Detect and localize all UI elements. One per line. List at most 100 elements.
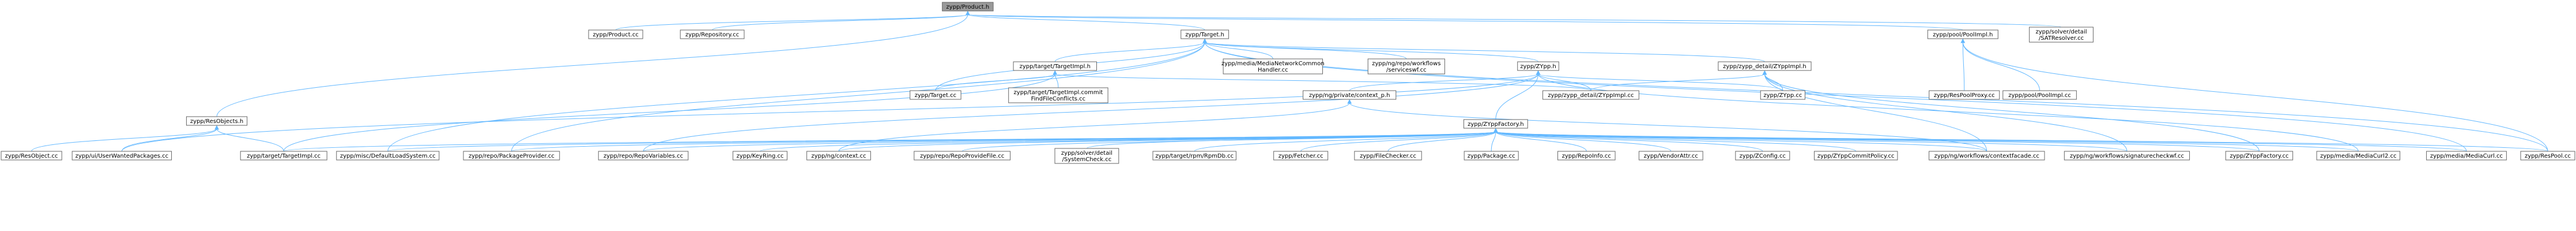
node-box <box>1517 61 1559 71</box>
node-poolimpl-cc[interactable]: zypp/pool/PoolImpl.cc <box>2002 90 2077 100</box>
node-zyppfactory-cc[interactable]: zypp/ZYppFactory.cc <box>2225 151 2294 161</box>
node-box <box>2002 90 2077 100</box>
node-box <box>1008 87 1108 103</box>
node-label: zypp/RepoInfo.cc <box>1562 153 1611 159</box>
node-label: zypp/solver/detail <box>2036 29 2087 35</box>
node-targetimpl-h[interactable]: zypp/target/TargetImpl.h <box>1013 61 1097 71</box>
edge-arrowhead <box>1493 128 1498 133</box>
node-label: zypp/ResObjects.h <box>190 118 243 125</box>
node-label: zypp/zypp_detail/ZYppImpl.cc <box>1548 92 1634 99</box>
node-zyppcommitpolicy-cc[interactable]: zypp/ZYppCommitPolicy.cc <box>1813 151 1898 161</box>
node-contextfacade-cc[interactable]: zypp/ng/workflows/contextfacade.cc <box>1929 151 2045 161</box>
node-package-cc[interactable]: zypp/Package.cc <box>1464 151 1519 161</box>
node-filechecker-cc[interactable]: zypp/FileChecker.cc <box>1354 151 1422 161</box>
edge-arrowhead <box>214 125 219 130</box>
node-serviceswf-cc[interactable]: zypp/ng/repo/workflows/serviceswf.cc <box>1367 58 1445 74</box>
node-label: zypp/media/MediaCurl2.cc <box>2320 153 2397 159</box>
node-box <box>598 151 689 161</box>
node-label: zypp/media/MediaNetworkCommon <box>1221 61 1325 67</box>
node-label: zypp/ui/UserWantedPackages.cc <box>76 153 168 159</box>
node-product-cc[interactable]: zypp/Product.cc <box>588 29 643 39</box>
node-repoinfo-cc[interactable]: zypp/RepoInfo.cc <box>1557 151 1616 161</box>
edge-zyppimpl-h-to-target-h <box>1204 42 1765 62</box>
node-packageprovider-cc[interactable]: zypp/repo/PackageProvider.cc <box>463 151 560 161</box>
edge-filechecker-cc-to-zyppfactory-h <box>1387 131 1496 152</box>
node-box <box>2029 27 2094 43</box>
node-zconfig-cc[interactable]: zypp/ZConfig.cc <box>1735 151 1790 161</box>
node-mediacurl2-cc[interactable]: zypp/media/MediaCurl2.cc <box>2316 151 2401 161</box>
node-targetimpl-cc[interactable]: zypp/target/TargetImpl.cc <box>240 151 327 161</box>
node-box <box>1223 58 1323 74</box>
node-respool-cc[interactable]: zypp/ResPool.cc <box>2520 151 2575 161</box>
node-repository-cc[interactable]: zypp/Repository.cc <box>680 29 745 39</box>
node-box <box>942 2 994 12</box>
node-box <box>1463 119 1528 129</box>
node-satresolver-cc[interactable]: zypp/solver/detail/SATResolver.cc <box>2029 27 2094 43</box>
node-poolimpl-h[interactable]: zypp/pool/PoolImpl.h <box>1927 29 1998 39</box>
node-defaultloadsystem-cc[interactable]: zypp/misc/DefaultLoadSystem.cc <box>336 151 440 161</box>
edge-product-cc-to-product-h <box>615 14 968 31</box>
node-repovariables-cc[interactable]: zypp/repo/RepoVariables.cc <box>598 151 689 161</box>
node-label: zypp/ng/workflows/signaturecheckwf.cc <box>2070 153 2184 159</box>
node-label: zypp/ZYppCommitPolicy.cc <box>1817 153 1895 159</box>
edge-userwantedpackages-cc-to-zypp-h <box>121 73 1539 152</box>
node-zyppfactory-h[interactable]: zypp/ZYppFactory.h <box>1463 119 1528 129</box>
node-keyring-cc[interactable]: zypp/KeyRing.cc <box>733 151 788 161</box>
node-fetcher-cc[interactable]: zypp/Fetcher.cc <box>1273 151 1329 161</box>
node-zyppimpl-h[interactable]: zypp/zypp_detail/ZYppImpl.h <box>1718 61 1812 71</box>
node-label: zypp/pool/PoolImpl.h <box>1933 32 1993 38</box>
edge-satresolver-cc-to-product-h <box>967 14 2062 28</box>
node-label: zypp/ZYpp.cc <box>1763 92 1802 99</box>
node-label: zypp/zypp_detail/ZYppImpl.h <box>1723 64 1806 70</box>
node-box <box>1303 90 1397 100</box>
edge-zyppimpl-cc-to-targetimpl-h <box>1054 73 1591 91</box>
node-zypp-cc[interactable]: zypp/ZYpp.cc <box>1760 90 1805 100</box>
node-systemcheck-cc[interactable]: zypp/solver/detail/SystemCheck.cc <box>1054 148 1119 164</box>
node-box <box>1929 90 2000 100</box>
node-box <box>1367 58 1445 74</box>
node-label: zypp/solver/detail <box>1061 150 1112 157</box>
edge-zypp-h-to-target-h <box>1204 42 1539 62</box>
node-label: zypp/pool/PoolImpl.cc <box>2008 92 2071 99</box>
edge-targetimpl-cc-to-targetimpl-h <box>283 73 1055 152</box>
edge-zconfig-cc-to-zyppfactory-h <box>1495 131 1763 152</box>
node-label: zypp/Target.cc <box>915 92 956 99</box>
node-repoprovidefile-cc[interactable]: zypp/repo/RepoProvideFile.cc <box>914 151 1011 161</box>
edge-packageprovider-cc-to-target-h <box>511 42 1205 152</box>
edge-targetimpl-cc-to-resobjects-h <box>216 128 284 152</box>
edge-arrowhead <box>1202 38 1207 43</box>
edge-targetimpl-h-to-target-h <box>1054 42 1205 62</box>
node-box <box>1054 148 1119 164</box>
node-userwantedpackages-cc[interactable]: zypp/ui/UserWantedPackages.cc <box>71 151 172 161</box>
node-resobject-cc[interactable]: zypp/ResObject.cc <box>1 151 62 161</box>
node-mediacurl-cc[interactable]: zypp/media/MediaCurl.cc <box>2426 151 2507 161</box>
node-target-cc[interactable]: zypp/Target.cc <box>910 90 961 100</box>
node-context-p-h[interactable]: zypp/ng/private/context_p.h <box>1303 90 1397 100</box>
edge-target-h-to-product-h <box>967 14 1205 31</box>
node-respoolproxy-cc[interactable]: zypp/ResPoolProxy.cc <box>1929 90 2000 100</box>
node-box <box>1464 151 1519 161</box>
node-box <box>1735 151 1790 161</box>
node-signaturecheckwf-cc[interactable]: zypp/ng/workflows/signaturecheckwf.cc <box>2064 151 2190 161</box>
edge-arrowhead <box>1347 99 1352 104</box>
node-ng-context-cc[interactable]: zypp/ng/context.cc <box>806 151 871 161</box>
node-label: zypp/Repository.cc <box>685 32 739 38</box>
node-label: zypp/ZConfig.cc <box>1740 153 1786 159</box>
node-box <box>1557 151 1616 161</box>
node-resobjects-h[interactable]: zypp/ResObjects.h <box>186 116 248 126</box>
node-zypp-h[interactable]: zypp/ZYpp.h <box>1517 61 1559 71</box>
edge-packageprovider-cc-to-zyppfactory-h <box>511 131 1496 152</box>
node-vendorattr-cc[interactable]: zypp/VendorAttr.cc <box>1638 151 1703 161</box>
node-product-h: zypp/Product.h <box>942 2 994 12</box>
node-box <box>463 151 560 161</box>
node-label: zypp/Target.h <box>1185 32 1224 38</box>
node-label: zypp/FileChecker.cc <box>1360 153 1416 159</box>
edge-signaturecheckwf-cc-to-zyppimpl-h <box>1764 73 2128 152</box>
node-box <box>914 151 1011 161</box>
node-zyppimpl-cc[interactable]: zypp/zypp_detail/ZYppImpl.cc <box>1542 90 1639 100</box>
node-targetimpl-commitfindfileconflicts-cc[interactable]: zypp/target/TargetImpl.commitFindFileCon… <box>1008 87 1108 103</box>
node-target-h[interactable]: zypp/Target.h <box>1180 29 1229 39</box>
node-label: zypp/ng/context.cc <box>811 153 866 159</box>
node-rpmdb-cc[interactable]: zypp/target/rpm/RpmDb.cc <box>1152 151 1236 161</box>
